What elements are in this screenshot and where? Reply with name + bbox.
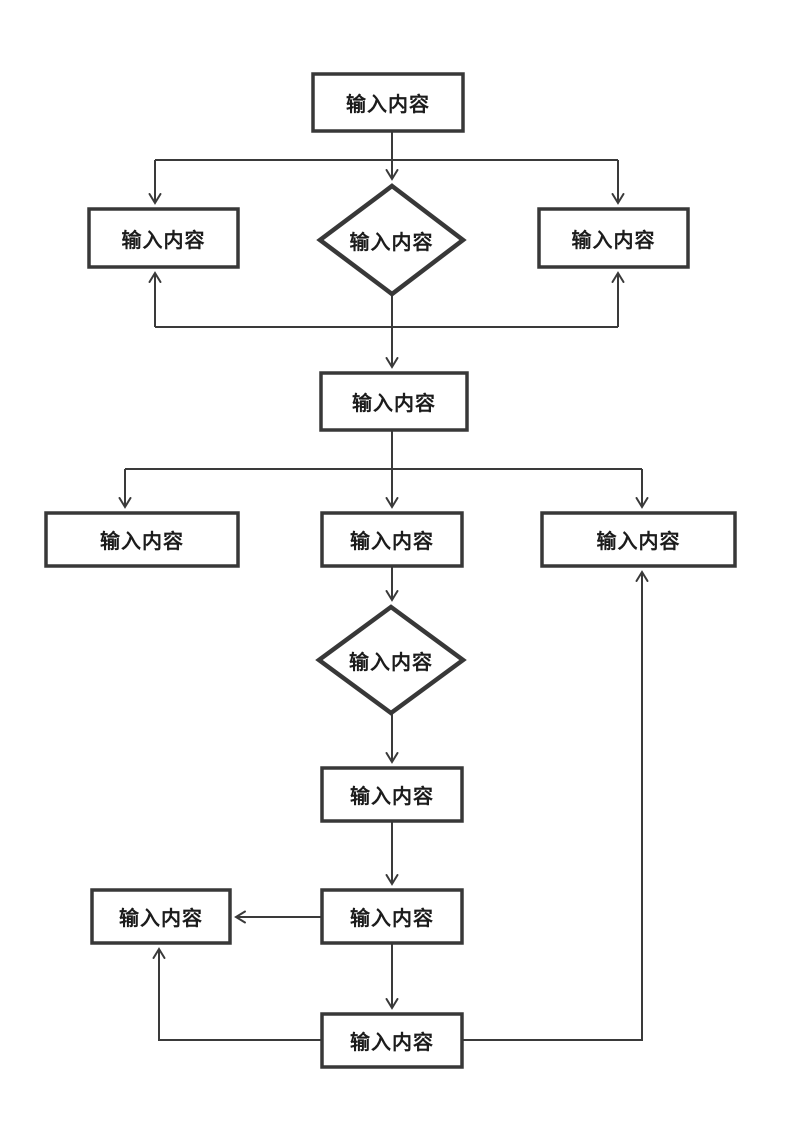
- node-step-5[interactable]: 输入内容: [350, 1032, 434, 1054]
- connectors: [118, 131, 649, 1041]
- node-decision-1-shape: [316, 183, 467, 297]
- arrow-step5-to-fanright: [461, 570, 649, 1041]
- node-branch-left[interactable]: 输入内容: [121, 229, 206, 252]
- node-branch-right[interactable]: 输入内容: [571, 229, 656, 252]
- node-decision-2-shape: [315, 604, 467, 716]
- node-step-4[interactable]: 输入内容: [350, 908, 434, 930]
- arrow-step5-to-sideleft: [152, 947, 322, 1041]
- node-fan-middle-shape: [320, 511, 464, 568]
- node-step-5-shape: [320, 1012, 464, 1069]
- node-step-3[interactable]: 输入内容: [350, 786, 434, 808]
- node-fan-middle[interactable]: 输入内容: [350, 531, 434, 553]
- node-side-left-shape: [90, 888, 232, 945]
- node-step-2-shape: [319, 371, 469, 432]
- node-step-3-shape: [320, 766, 464, 823]
- node-step-4-shape: [320, 888, 464, 945]
- node-start[interactable]: 输入内容: [346, 94, 430, 116]
- node-decision-1[interactable]: 输入内容: [349, 231, 434, 254]
- node-fan-left-shape: [44, 511, 240, 568]
- node-fan-right-shape: [540, 511, 737, 568]
- node-fan-left[interactable]: 输入内容: [100, 531, 184, 553]
- node-branch-left-shape: [87, 207, 240, 269]
- shapes: [44, 72, 737, 1069]
- node-fan-right[interactable]: 输入内容: [596, 531, 681, 553]
- node-side-left[interactable]: 输入内容: [119, 908, 203, 930]
- node-decision-2[interactable]: 输入内容: [349, 651, 433, 674]
- node-start-shape: [311, 72, 465, 133]
- node-step-2[interactable]: 输入内容: [352, 393, 436, 415]
- node-branch-right-shape: [537, 207, 690, 269]
